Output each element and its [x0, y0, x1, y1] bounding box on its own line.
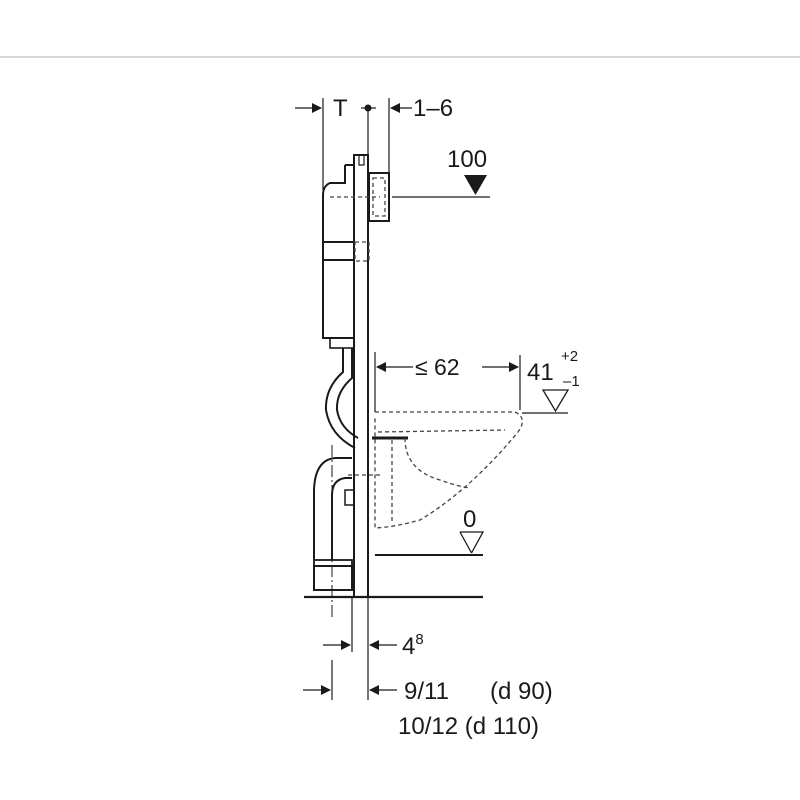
frame-depth-dimensions: 48 9/11 (d 90) 10/12 (d 110): [303, 445, 553, 740]
floor-level-marker: 0: [375, 506, 485, 556]
bowl-projection-dimension: ≤ 62: [374, 352, 521, 412]
actuator-height-marker: 100: [392, 146, 490, 198]
bowl-height-tolerance-minus: –1: [563, 373, 580, 390]
actuator-height-label: 100: [447, 146, 487, 173]
offset-label: 1–6: [413, 95, 453, 122]
depth-d90-label: 9/11: [404, 678, 449, 705]
width-label: T: [333, 95, 348, 122]
depth-d110-label: 10/12 (d 110): [398, 713, 539, 740]
floor-level-label: 0: [463, 506, 476, 533]
depth-d90-pipe-label: (d 90): [490, 678, 553, 705]
frame-leg-label: 48: [402, 631, 424, 660]
bowl-height-marker: 41 +2 –1: [522, 348, 580, 414]
installation-frame: [304, 154, 483, 599]
wall-hung-toilet-outline: [374, 411, 523, 529]
bowl-height-tolerance-plus: +2: [561, 348, 578, 365]
bowl-projection-label: ≤ 62: [415, 354, 460, 380]
width-dimension: T 1–6: [295, 95, 453, 190]
bowl-height-label: 41: [527, 359, 554, 386]
